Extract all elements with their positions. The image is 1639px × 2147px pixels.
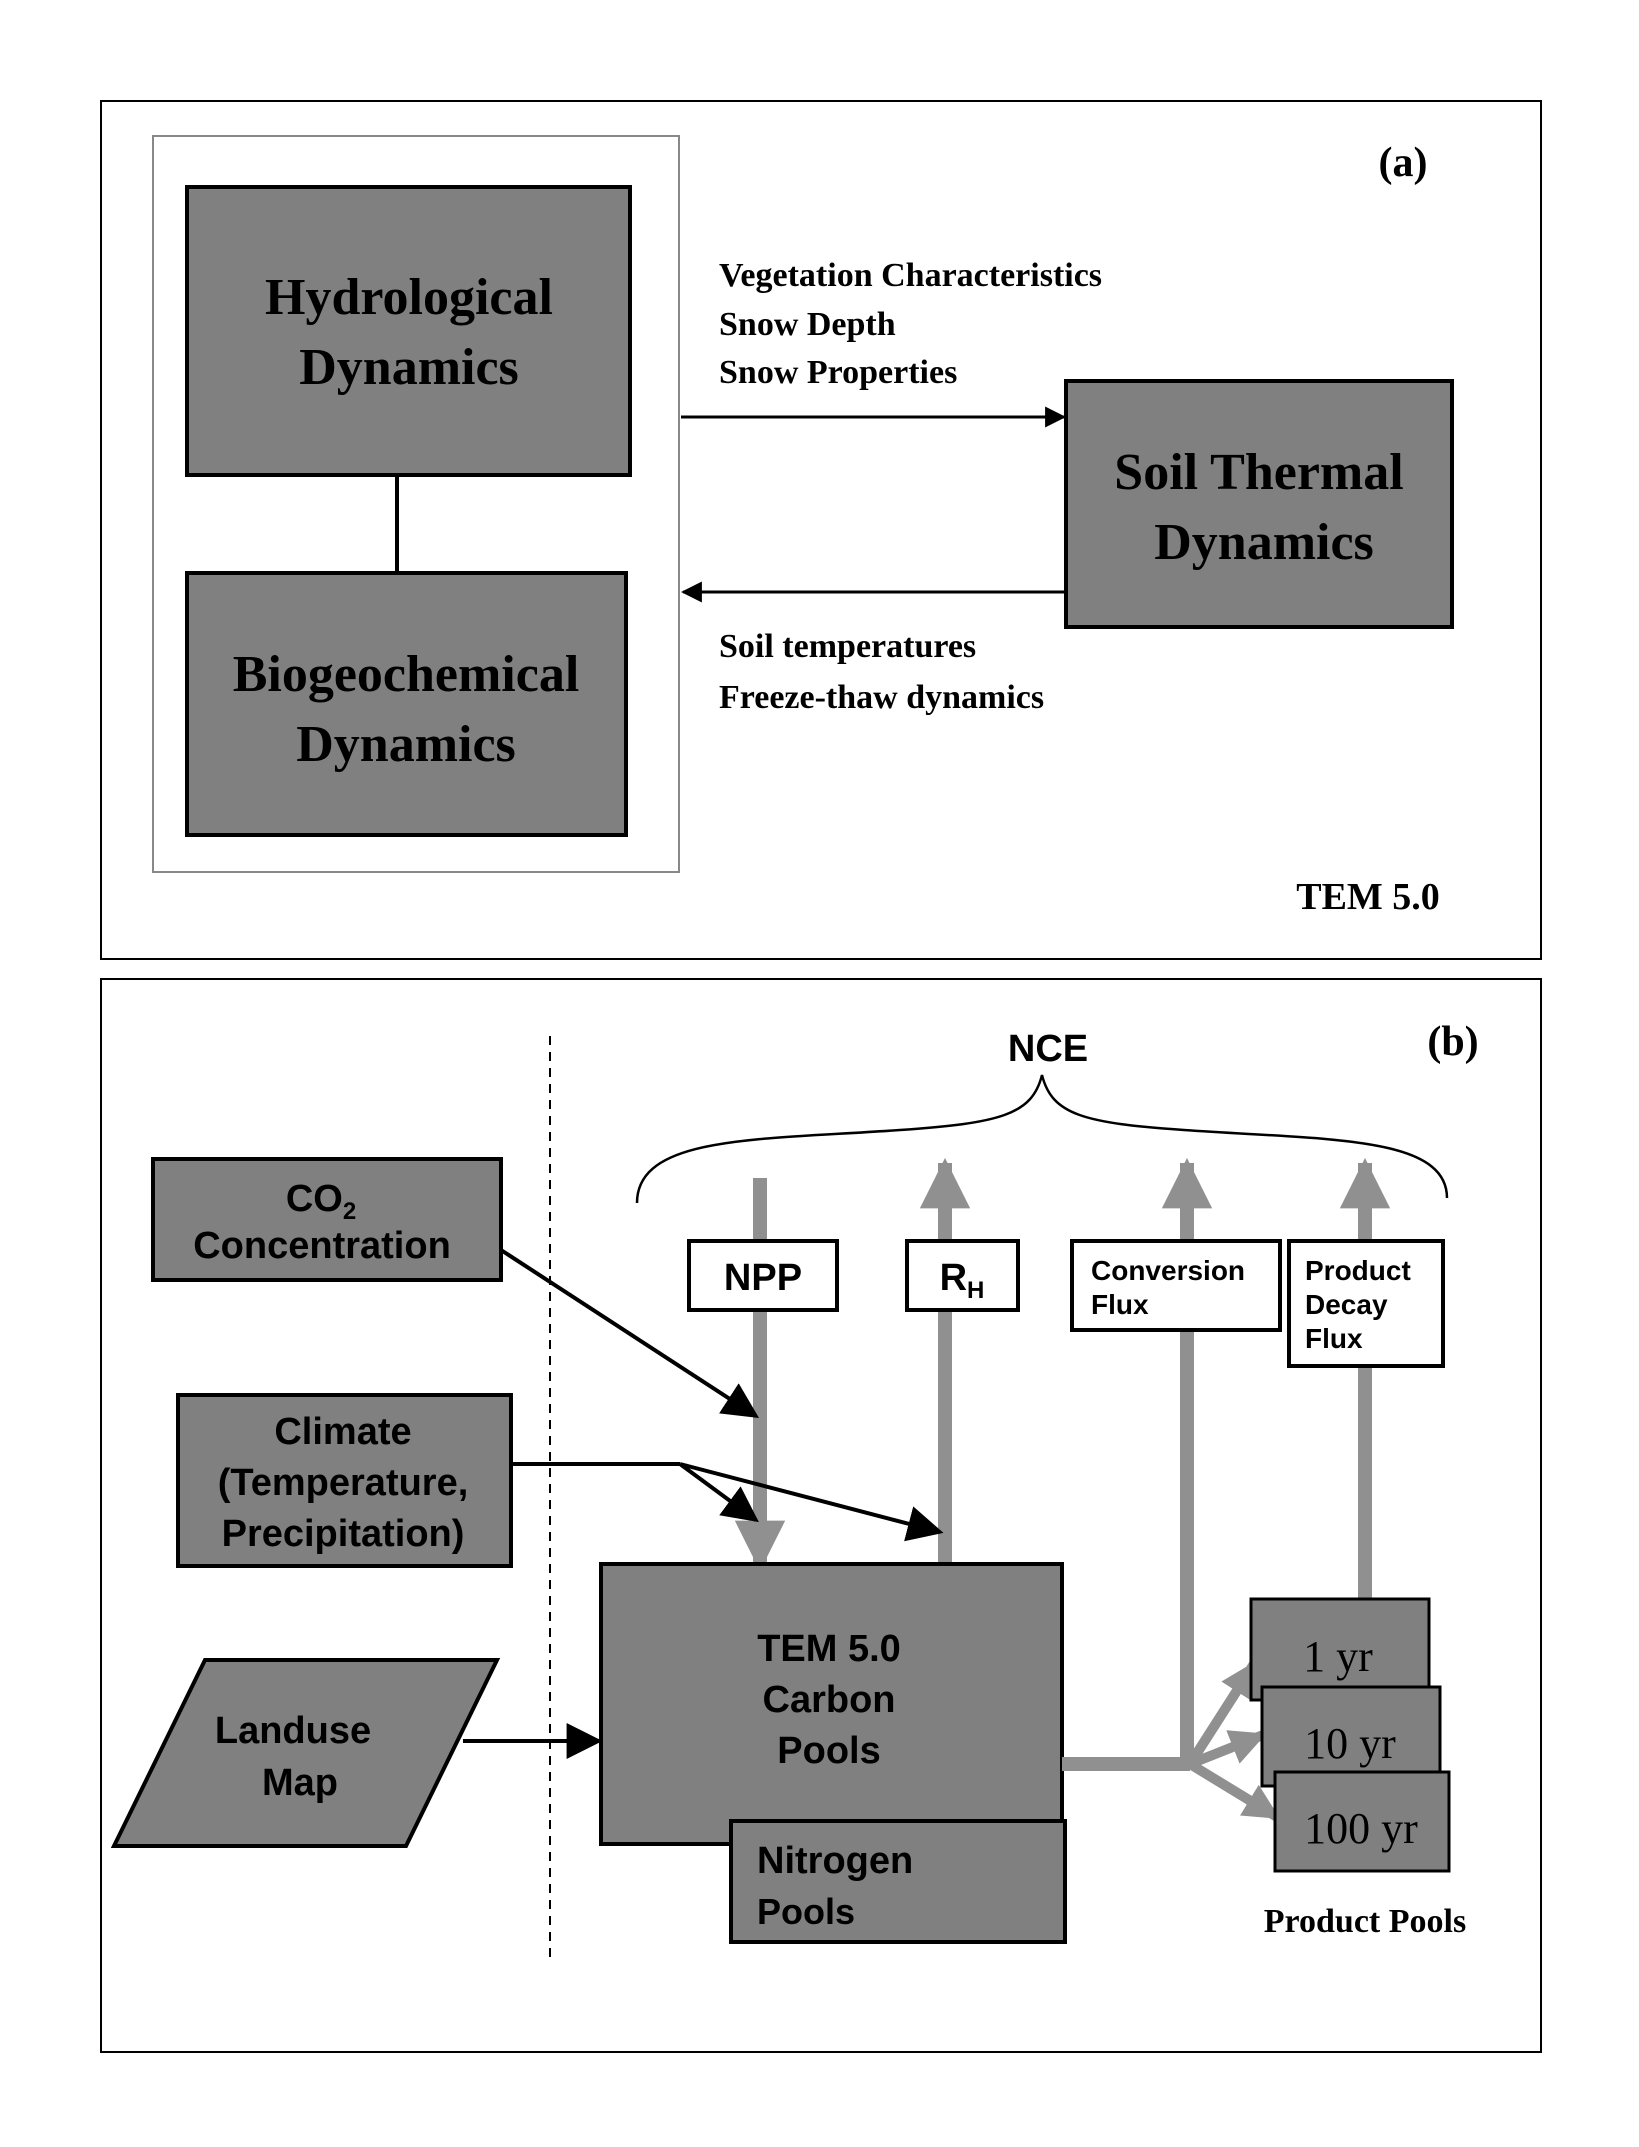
hydro-line2: Dynamics [299,339,519,396]
nitrogen-pools-box: Nitrogen Pools [729,1819,1067,1944]
conversion-line1: Conversion [1091,1255,1245,1286]
product-decay-line2: Decay [1305,1289,1388,1320]
carbon-line2: Carbon [763,1679,896,1721]
product-decay-line1: Product [1305,1255,1411,1286]
biogeo-line2: Dynamics [296,716,516,773]
rh-label: RH [940,1257,985,1304]
pool-1yr-box: 1 yr [1249,1597,1431,1702]
pool-10yr-box: 10 yr [1260,1685,1442,1788]
rh-main: R [940,1257,967,1299]
to-soil-label-3: Snow Properties [719,354,957,391]
from-soil-label-2: Freeze-thaw dynamics [719,679,1044,716]
climate-box: Climate (Temperature, Precipitation) [176,1393,513,1568]
climate-line1: Climate [274,1411,411,1453]
panel-a: (a) Hydrological Dynamics Biogeochemical… [100,100,1542,960]
nitrogen-line2: Pools [757,1891,855,1932]
nitrogen-line1: Nitrogen [757,1840,913,1882]
pool-10yr-label: 10 yr [1304,1719,1396,1768]
pool-100yr-box: 100 yr [1273,1770,1451,1873]
co2-sub: 2 [343,1198,356,1225]
nce-brace [635,1074,1449,1204]
climate-line3: Precipitation) [222,1513,465,1555]
product-decay-flux-box: Product Decay Flux [1287,1239,1445,1368]
climate-to-rh-arrow [679,1462,944,1542]
landuse-line1: Landuse [215,1710,371,1752]
biogeo-line1: Biogeochemical [233,646,580,703]
pool-1yr-label: 1 yr [1303,1632,1373,1681]
landuse-line2: Map [262,1762,338,1804]
model-label: TEM 5.0 [1296,876,1440,918]
rh-sub: H [967,1277,984,1304]
carbon-pools-box: TEM 5.0 Carbon Pools [599,1562,1064,1846]
co2-main: CO [286,1178,343,1220]
co2-to-npp-arrow [499,1248,760,1418]
from-soil-label-1: Soil temperatures [719,628,976,665]
climate-line2: (Temperature, [218,1462,469,1504]
soil-line1: Soil Thermal [1114,444,1403,501]
conversion-flux-box: Conversion Flux [1070,1239,1282,1332]
carbon-line3: Pools [777,1730,880,1772]
flow-to-100yr-arrow [1187,1759,1281,1822]
product-decay-line3: Flux [1305,1323,1363,1354]
flow-to-10yr-arrow [1188,1730,1267,1769]
biogeochemical-dynamics-box: Biogeochemical Dynamics [185,571,628,837]
hydrological-dynamics-box: Hydrological Dynamics [185,185,632,477]
carbon-line1: TEM 5.0 [757,1628,901,1670]
npp-box: NPP [687,1239,839,1312]
npp-label: NPP [724,1257,802,1299]
to-soil-label-1: Vegetation Characteristics [719,257,1102,294]
pool-100yr-label: 100 yr [1304,1804,1418,1853]
landuse-map-box: Landuse Map [110,1658,501,1848]
co2-concentration-box: CO2 Concentration [151,1157,503,1282]
co2-line1: CO2 [286,1178,356,1225]
panel-b-label: (b) [1427,1019,1478,1065]
hydro-line1: Hydrological [265,269,553,326]
to-soil-label-2: Snow Depth [719,306,896,343]
climate-to-npp-arrow [678,1462,759,1523]
rh-box: RH [905,1239,1020,1312]
panel-a-label: (a) [1379,140,1428,186]
product-pools-label: Product Pools [1264,1903,1466,1940]
panel-b: (b) NCE NPP RH Conversion Flux Product D… [100,978,1542,2053]
flow-to-1yr-arrow [1185,1660,1259,1767]
conversion-line2: Flux [1091,1289,1149,1320]
nce-label: NCE [1008,1028,1088,1070]
soil-thermal-dynamics-box: Soil Thermal Dynamics [1064,379,1454,629]
soil-line2: Dynamics [1154,514,1374,571]
co2-line2: Concentration [193,1225,451,1267]
